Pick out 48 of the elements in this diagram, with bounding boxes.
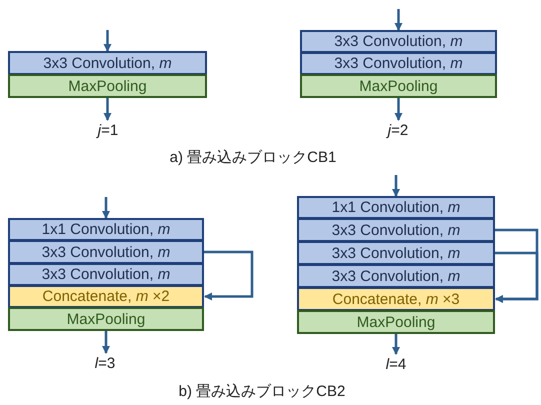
arrow [102,331,110,354]
arrow [204,250,254,300]
layer-name: Concatenate, m ×2 [42,289,170,304]
convolution-layer-box [297,264,495,288]
layer-name: 3x3 Convolution, m [334,56,463,71]
arrow [102,197,110,219]
convolution-layer-box [300,52,497,75]
arrow [495,252,538,303]
layer-name: 3x3 Convolution, m [332,246,460,260]
block-index-label: j=1 [98,122,118,138]
maxpooling-layer-box [8,307,204,331]
layer-name: MaxPooling [66,312,146,326]
arrow [394,9,402,31]
caption: b) 畳み込みブロックCB2 [178,382,346,401]
layer-name: MaxPooling [356,314,436,330]
maxpooling-layer-box [8,74,207,98]
layer-name: 3x3 Convolution, m [42,244,170,260]
convolution-layer-box [8,240,204,264]
layer-name: 3x3 Convolution, m [332,222,460,238]
layer-name: MaxPooling [359,78,438,94]
arrow [392,334,400,355]
layer-name: 3x3 Convolution, m [334,34,463,49]
layer-name: 1x1 Convolution, m [42,222,170,237]
block-index-label: l=4 [386,356,406,372]
concatenate-layer-box [8,285,204,308]
layer-name: 1x1 Convolution, m [332,200,460,215]
convolution-layer-box [8,51,207,75]
block-index-label: l=3 [94,356,116,370]
layer-name: 3x3 Convolution, m [43,56,172,70]
convolution-layer-box [8,263,204,286]
arrow [104,98,112,121]
maxpooling-layer-box [300,74,497,98]
layer-name: Concatenate, m ×3 [332,292,460,306]
convolution-layer-box [297,218,495,242]
concatenate-layer-box [297,287,495,311]
convolution-layer-box [300,30,497,53]
arrow [392,175,400,197]
layer-name: 3x3 Convolution, m [42,267,170,282]
layer-name: MaxPooling [68,78,147,94]
convolution-layer-box [297,241,495,265]
maxpooling-layer-box [297,310,495,334]
arrow [104,30,112,52]
convolution-layer-box [297,196,495,219]
caption: a) 畳み込みブロックCB1 [170,148,336,167]
arrow [394,98,402,121]
layer-name: 3x3 Convolution, m [332,268,460,284]
block-index-label: j=2 [388,122,408,138]
convolution-layer-box [8,218,204,241]
